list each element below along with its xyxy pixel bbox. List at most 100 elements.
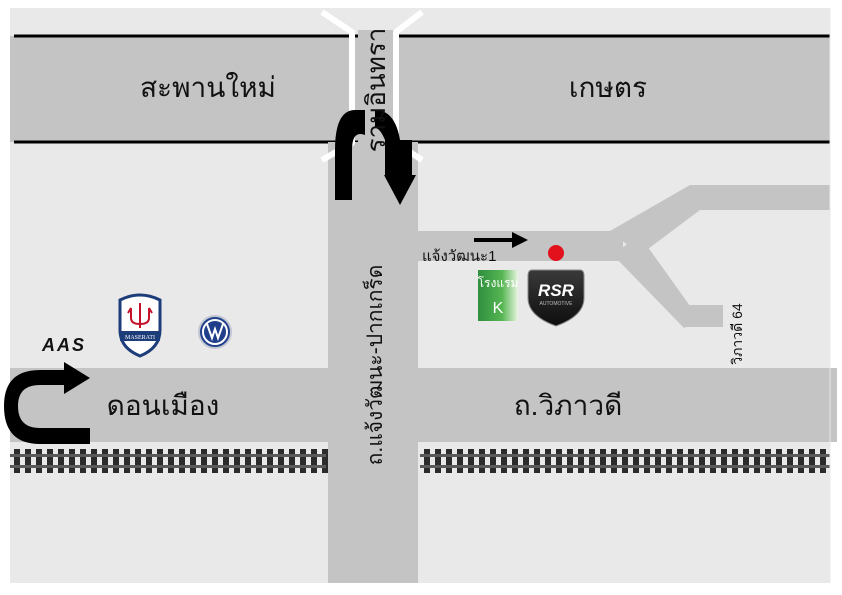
railway-sleeper: [666, 449, 672, 473]
railway-sleeper: [655, 449, 661, 473]
railway-sleeper: [589, 449, 595, 473]
railway-sleeper: [479, 449, 485, 473]
road-label-top-left: สะพานใหม่: [140, 71, 276, 103]
road-soi-connector: [684, 305, 723, 327]
railway-sleeper: [468, 449, 474, 473]
road-bottom: [10, 368, 837, 442]
road-label-top-right: เกษตร: [569, 72, 647, 103]
hotel-k-line1: โรงแรม: [478, 276, 519, 290]
road-soi: [418, 231, 623, 261]
railway-sleeper: [721, 449, 727, 473]
railway-sleeper: [633, 449, 639, 473]
railway-sleeper: [124, 449, 130, 473]
railway-sleeper: [234, 449, 240, 473]
road-main-vertical: [328, 142, 418, 583]
road-label-bottom-right: ถ.วิภาวดี: [514, 390, 623, 421]
railway-track-icon: [10, 449, 328, 473]
rsr-logo-shield: [527, 269, 585, 327]
railway-sleeper: [699, 449, 705, 473]
railway-sleeper: [776, 449, 782, 473]
railway-sleeper: [732, 449, 738, 473]
railway-sleeper: [754, 449, 760, 473]
railway-sleeper: [80, 449, 86, 473]
railway-rail: [10, 454, 326, 457]
railway-sleeper: [58, 449, 64, 473]
railway-sleeper: [809, 449, 815, 473]
road-label-soi: แจ้งวัฒนะ1: [422, 248, 496, 265]
u-turn-arrow-icon-left: [4, 370, 90, 444]
road-soi-branch-upper: [610, 185, 830, 255]
down-arrow-icon: [384, 175, 416, 205]
railway-track-right: [420, 449, 830, 473]
railway-sleeper: [523, 449, 529, 473]
railway-sleeper: [578, 449, 584, 473]
railway-sleeper: [743, 449, 749, 473]
railway-sleeper: [102, 449, 108, 473]
railway-sleeper: [644, 449, 650, 473]
rsr-logo-text: RSR: [538, 281, 575, 300]
railway-sleeper: [179, 449, 185, 473]
railway-sleeper: [267, 449, 273, 473]
railway-rail: [10, 465, 326, 468]
railway-rail: [420, 465, 830, 468]
railway-sleeper: [311, 449, 317, 473]
railway-sleeper: [322, 449, 328, 473]
railway-sleeper: [545, 449, 551, 473]
railway-sleeper: [435, 449, 441, 473]
railway-sleeper: [47, 449, 53, 473]
railway-sleeper: [556, 449, 562, 473]
road-label-vibhavadi-64: วิภาวดี 64: [729, 303, 745, 365]
railway-sleeper: [289, 449, 295, 473]
aas-logo: AAS: [41, 335, 86, 355]
right-arrow-icon: [512, 232, 528, 248]
road-label-bottom-left: ดอนเมือง: [107, 390, 220, 421]
railway-sleeper: [534, 449, 540, 473]
railway-sleeper: [512, 449, 518, 473]
location-dot-icon: [548, 245, 564, 261]
railway-sleeper: [91, 449, 97, 473]
railway-sleeper: [300, 449, 306, 473]
railway-sleeper: [688, 449, 694, 473]
railway-sleeper: [611, 449, 617, 473]
railway-sleeper: [25, 449, 31, 473]
railway-sleeper: [69, 449, 75, 473]
railway-sleeper: [157, 449, 163, 473]
hotel-k-sign: [478, 270, 518, 321]
railway-sleeper: [14, 449, 20, 473]
railway-sleeper: [146, 449, 152, 473]
railway-sleeper: [622, 449, 628, 473]
u-turn-arrow-head-left: [64, 362, 90, 394]
railway-sleeper: [490, 449, 496, 473]
railway-sleeper: [256, 449, 262, 473]
railway-sleeper: [424, 449, 430, 473]
railway-sleeper: [765, 449, 771, 473]
maserati-logo: MASERATI: [118, 293, 162, 358]
road-soi-branch-lower: [612, 236, 700, 328]
railway-sleeper: [446, 449, 452, 473]
railway-sleeper: [113, 449, 119, 473]
railway-sleeper: [190, 449, 196, 473]
road-top: [10, 36, 830, 142]
railway-rail: [420, 454, 830, 457]
railway-sleeper: [212, 449, 218, 473]
railway-sleeper: [457, 449, 463, 473]
railway-sleeper: [278, 449, 284, 473]
railway-sleeper: [501, 449, 507, 473]
down-arrow-shaft: [388, 140, 412, 178]
u-turn-arrow-icon: [335, 110, 365, 200]
railway-sleeper: [135, 449, 141, 473]
railway-sleeper: [223, 449, 229, 473]
railway-sleeper: [168, 449, 174, 473]
railway-sleeper: [201, 449, 207, 473]
railway-sleeper: [820, 449, 826, 473]
road-label-ramintra: รามอินทรา: [361, 28, 391, 153]
railway-sleeper: [787, 449, 793, 473]
rsr-logo-sub: AUTOMOTIVE: [540, 301, 574, 307]
hotel-k-line2: K: [493, 300, 504, 317]
railway-sleeper: [567, 449, 573, 473]
railway-sleeper: [600, 449, 606, 473]
railway-sleeper: [36, 449, 42, 473]
maserati-logo-text: MASERATI: [125, 335, 155, 341]
railway-sleeper: [710, 449, 716, 473]
